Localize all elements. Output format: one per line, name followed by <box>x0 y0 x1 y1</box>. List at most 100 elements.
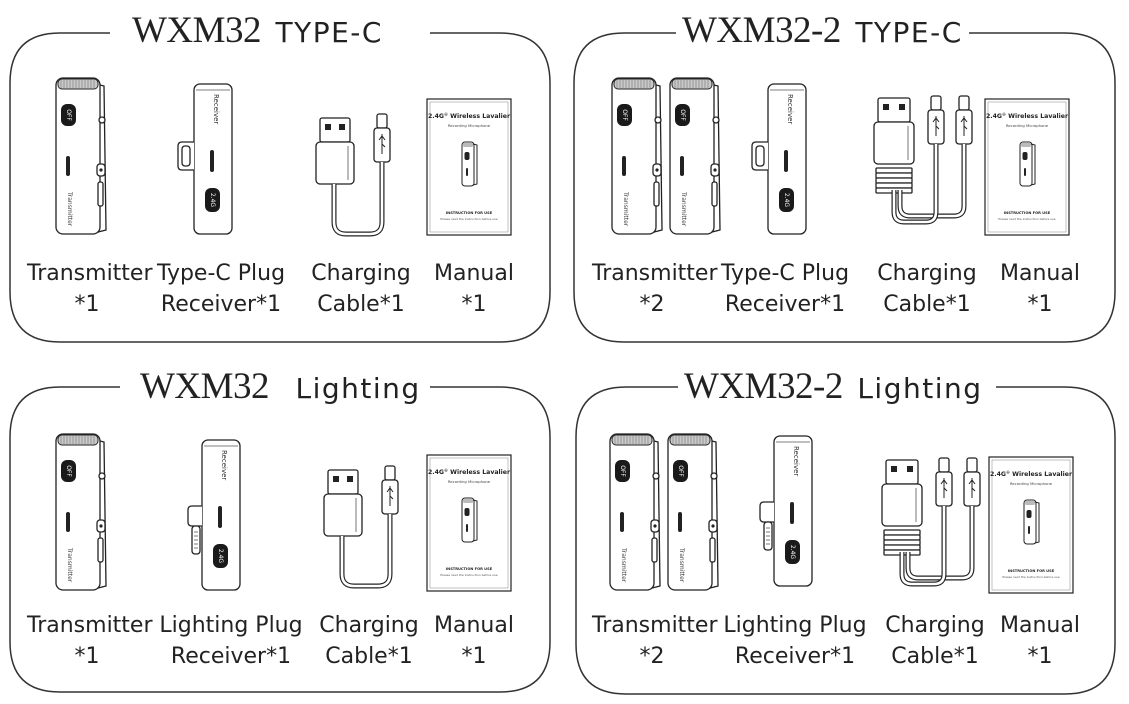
transmitter-illustration-2: OFF Transmitter <box>664 428 728 599</box>
panel-title: WXM32-2 Lighting <box>678 368 989 405</box>
svg-text:Transmitter: Transmitter <box>66 547 73 583</box>
svg-text:OFF: OFF <box>65 109 72 121</box>
caption-manual: Manual*1 <box>1000 613 1080 669</box>
panel-wxm32-2-lighting: WXM32-2 Lighting OFF Transmitter OFF Trans… <box>564 352 1129 704</box>
receiver-illustration: Receiver 2.4G <box>754 432 818 595</box>
caption-transmitter: Transmitter*2 <box>592 613 718 669</box>
svg-text:2.4G® Wireless Lavalier: 2.4G® Wireless Lavalier <box>990 470 1073 478</box>
dual-usb-cable-icon <box>881 457 981 587</box>
svg-text:OFF: OFF <box>619 465 626 477</box>
model-name: WXM32 <box>140 366 270 407</box>
variant-name: TYPE-C <box>275 16 383 49</box>
svg-text:OFF: OFF <box>65 465 72 477</box>
svg-text:INSTRUCTION FOR USE: INSTRUCTION FOR USE <box>1004 211 1051 215</box>
transmitter-icon: OFF Transmitter <box>55 433 107 591</box>
svg-text:OFF: OFF <box>621 109 628 121</box>
transmitter-illustration: OFF Transmitter <box>52 72 116 243</box>
panel-frame <box>9 32 551 343</box>
cable-illustration <box>320 464 410 597</box>
receiver-illustration: Receiver 2.4G <box>174 80 238 243</box>
svg-text:Receiver: Receiver <box>212 94 220 124</box>
svg-text:2.4G: 2.4G <box>789 545 796 560</box>
svg-text:2.4G® Wireless Lavalier: 2.4G® Wireless Lavalier <box>986 112 1069 120</box>
svg-text:Recording Microphone: Recording Microphone <box>1010 481 1053 486</box>
cable-illustration <box>870 94 980 239</box>
caption-transmitter: Transmitter*1 <box>27 613 153 669</box>
svg-text:Recording Microphone: Recording Microphone <box>448 123 491 128</box>
transmitter-illustration: OFF Transmitter <box>608 72 672 243</box>
svg-text:Receiver: Receiver <box>792 446 800 476</box>
panel-title: WXM32-2 TYPE-C <box>676 12 969 49</box>
variant-name: Lighting <box>857 372 983 405</box>
caption-transmitter: Transmitter*2 <box>592 261 718 317</box>
transmitter-illustration-2: OFF Transmitter <box>666 72 730 243</box>
svg-text:2.4G: 2.4G <box>209 193 216 208</box>
caption-manual: Manual*1 <box>434 613 514 669</box>
typec-receiver-icon: Receiver 2.4G <box>177 83 233 235</box>
svg-text:2.4G: 2.4G <box>217 549 224 564</box>
transmitter-icon: OFF Transmitter <box>667 433 719 591</box>
lightning-receiver-icon: Receiver 2.4G <box>759 435 813 587</box>
svg-text:Please read the instruction be: Please read the instruction before use <box>440 573 497 577</box>
variant-name: TYPE-C <box>855 16 963 49</box>
caption-manual: Manual*1 <box>1000 261 1080 317</box>
model-name: WXM32-2 <box>684 366 843 407</box>
svg-text:Receiver: Receiver <box>786 94 794 124</box>
usb-cable-icon <box>315 113 391 237</box>
model-name: WXM32-2 <box>682 10 841 51</box>
svg-text:Recording Microphone: Recording Microphone <box>448 479 491 484</box>
svg-text:2.4G® Wireless Lavalier: 2.4G® Wireless Lavalier <box>428 468 511 476</box>
panel-wxm32-typec: WXM32 TYPE-C OFF Transmitter Receiver 2.4G… <box>0 0 564 352</box>
svg-text:Transmitter: Transmitter <box>66 191 73 227</box>
svg-text:Transmitter: Transmitter <box>620 547 627 583</box>
svg-text:Please read the instruction be: Please read the instruction before use <box>1002 575 1059 579</box>
receiver-illustration: Receiver 2.4G <box>182 436 246 599</box>
svg-text:2.4G® Wireless Lavalier: 2.4G® Wireless Lavalier <box>428 112 511 120</box>
lightning-receiver-icon: Receiver 2.4G <box>187 439 241 591</box>
panel-frame <box>9 386 551 693</box>
transmitter-icon: OFF Transmitter <box>611 77 663 235</box>
cable-illustration <box>878 456 988 601</box>
cable-illustration <box>312 112 402 245</box>
svg-text:OFF: OFF <box>677 465 684 477</box>
svg-text:INSTRUCTION FOR USE: INSTRUCTION FOR USE <box>1008 569 1055 573</box>
model-name: WXM32 <box>132 10 262 51</box>
transmitter-illustration: OFF Transmitter <box>52 428 116 599</box>
transmitter-illustration: OFF Transmitter <box>606 428 670 599</box>
svg-text:2.4G: 2.4G <box>783 193 790 208</box>
panel-wxm32-2-typec: WXM32-2 TYPE-C OFF Transmitter OFF Transmi… <box>564 0 1129 352</box>
svg-text:Transmitter: Transmitter <box>680 191 687 227</box>
usb-cable-icon <box>323 465 399 589</box>
svg-text:Transmitter: Transmitter <box>678 547 685 583</box>
dual-usb-cable-icon <box>873 95 973 225</box>
svg-text:INSTRUCTION FOR USE: INSTRUCTION FOR USE <box>446 211 493 215</box>
svg-text:OFF: OFF <box>679 109 686 121</box>
transmitter-icon: OFF Transmitter <box>669 77 721 235</box>
typec-receiver-icon: Receiver 2.4G <box>751 83 807 235</box>
svg-text:Receiver: Receiver <box>220 450 228 480</box>
svg-text:Please read the instruction be: Please read the instruction before use <box>998 217 1055 221</box>
panel-title: WXM32 Lighting <box>134 368 427 405</box>
transmitter-icon: OFF Transmitter <box>609 433 661 591</box>
svg-text:Transmitter: Transmitter <box>622 191 629 227</box>
panel-frame <box>575 386 1116 695</box>
panel-wxm32-lighting: WXM32 Lighting OFF Transmitter Receiver 2.… <box>0 352 564 704</box>
svg-text:Please read the instruction be: Please read the instruction before use <box>440 217 497 221</box>
panel-title: WXM32 TYPE-C <box>126 12 389 49</box>
